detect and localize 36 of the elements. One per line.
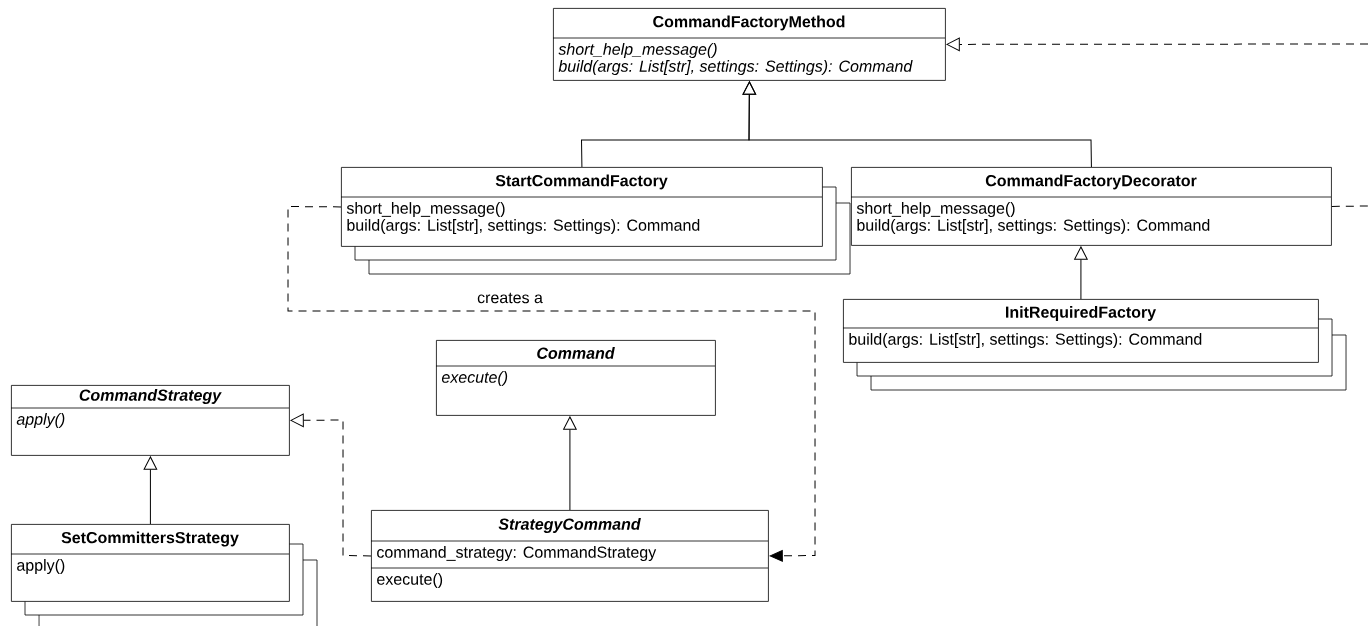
class-name: Command [537,347,615,359]
class-name: CommandStrategy [79,389,222,404]
member-text: apply() [16,413,65,429]
arrow [143,456,158,525]
member-text: build(args: List[str], settings: Settings): Command [558,60,913,75]
class-name: CommandFactoryMethod [653,15,845,31]
member-text: short_help_message() [558,43,717,58]
arrow [287,206,816,562]
class-box [842,299,1347,391]
member-text: execute() [441,371,508,387]
class-box [10,524,318,626]
class-box [340,167,851,275]
member-text: command_strategy: CommandStrategy [377,546,657,562]
member-text: build(args: List[str], settings: Settings): Command [849,333,1202,349]
member-text: apply() [17,559,65,575]
arrow [946,37,1368,52]
arrow [1074,246,1088,300]
class-box [370,510,769,602]
class-name: StartCommandFactory [495,174,668,190]
class-box [552,8,946,81]
arrow [290,413,372,557]
edge-label: creates a [475,290,545,306]
class-name: StrategyCommand [498,518,641,533]
class-box [850,167,1332,246]
arrow [742,81,1092,168]
class-box [10,385,290,456]
member-text: short_help_message() [346,202,505,218]
arrow [563,416,577,511]
class-box [435,340,716,416]
member-text: build(args: List[str], settings: Settings): Command [857,219,1210,235]
member-text: execute() [377,573,443,589]
member-text: build(args: List[str], settings: Settings): Command [347,219,700,235]
member-text: short_help_message() [856,202,1015,218]
class-name: SetCommittersStrategy [61,531,239,547]
class-name: CommandFactoryDecorator [985,174,1197,190]
class-name: InitRequiredFactory [1006,306,1156,321]
